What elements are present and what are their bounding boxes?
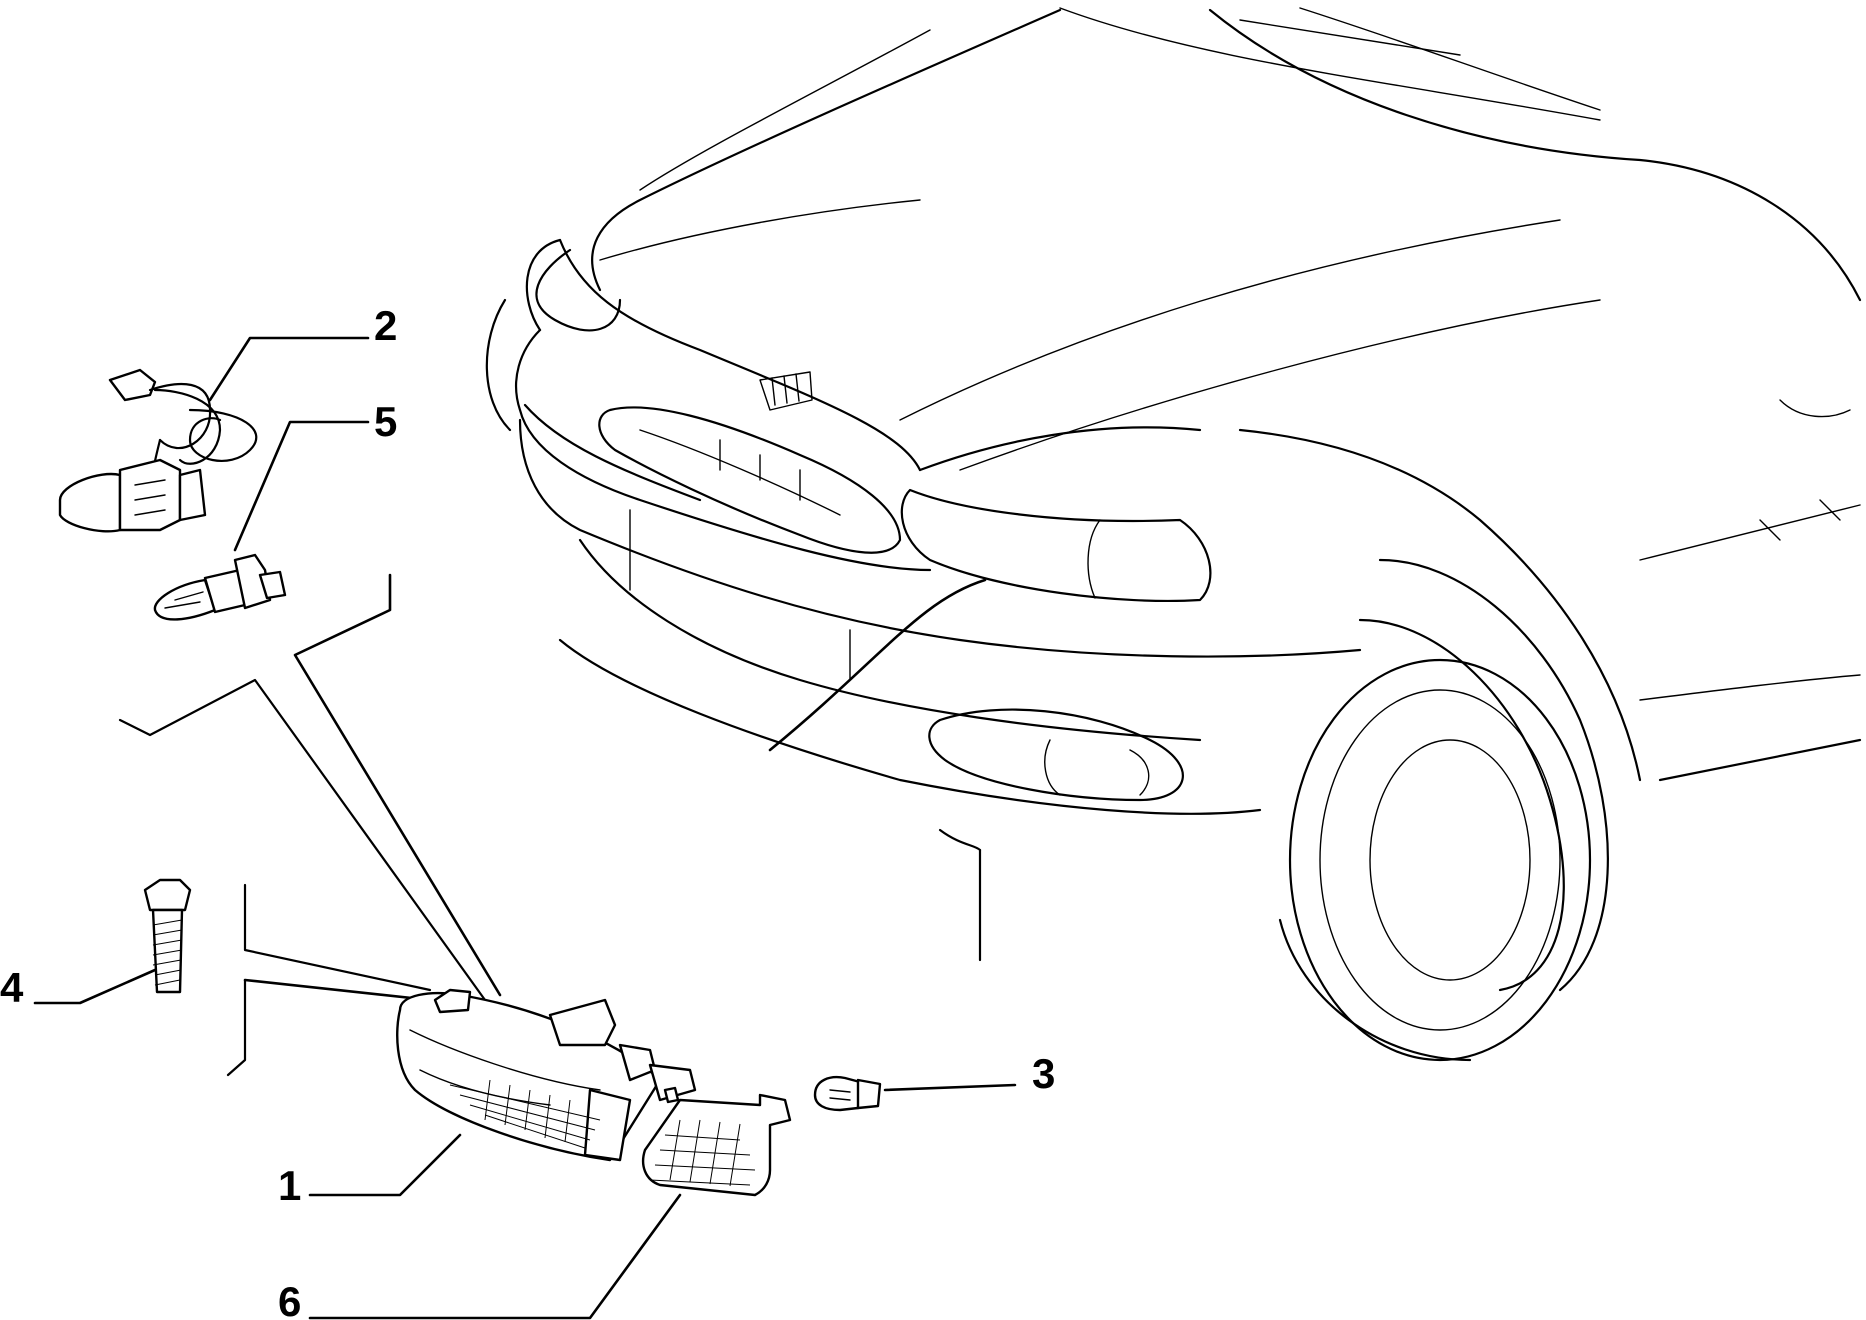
wedge-bulb-icon: [813, 1076, 882, 1112]
leader-4: [33, 968, 157, 1005]
headlamp-assembly-icon: [396, 988, 697, 1162]
hex-bolt-icon: [143, 878, 192, 994]
callout-4: 4: [0, 964, 24, 1011]
callout-5: 5: [374, 398, 397, 445]
bulb-holder-with-wire-icon: [58, 368, 258, 533]
leader-3: [883, 1083, 1017, 1092]
leader-6: [308, 1193, 682, 1320]
assembly-guide-lines: [118, 573, 502, 1077]
callout-3: 3: [1032, 1050, 1055, 1097]
halogen-bulb-icon: [153, 553, 287, 621]
callout-leaders: [33, 336, 1017, 1320]
leader-2: [208, 336, 370, 402]
leader-1: [308, 1133, 462, 1197]
callout-labels: 1 2 3 4 5 6: [0, 302, 1055, 1320]
leader-5: [233, 420, 370, 552]
callout-6: 6: [278, 1278, 301, 1320]
car-front-illustration: [485, 7, 1862, 1062]
callout-1: 1: [278, 1162, 301, 1209]
turn-signal-lens-icon: [641, 1086, 792, 1197]
callout-2: 2: [374, 302, 397, 349]
